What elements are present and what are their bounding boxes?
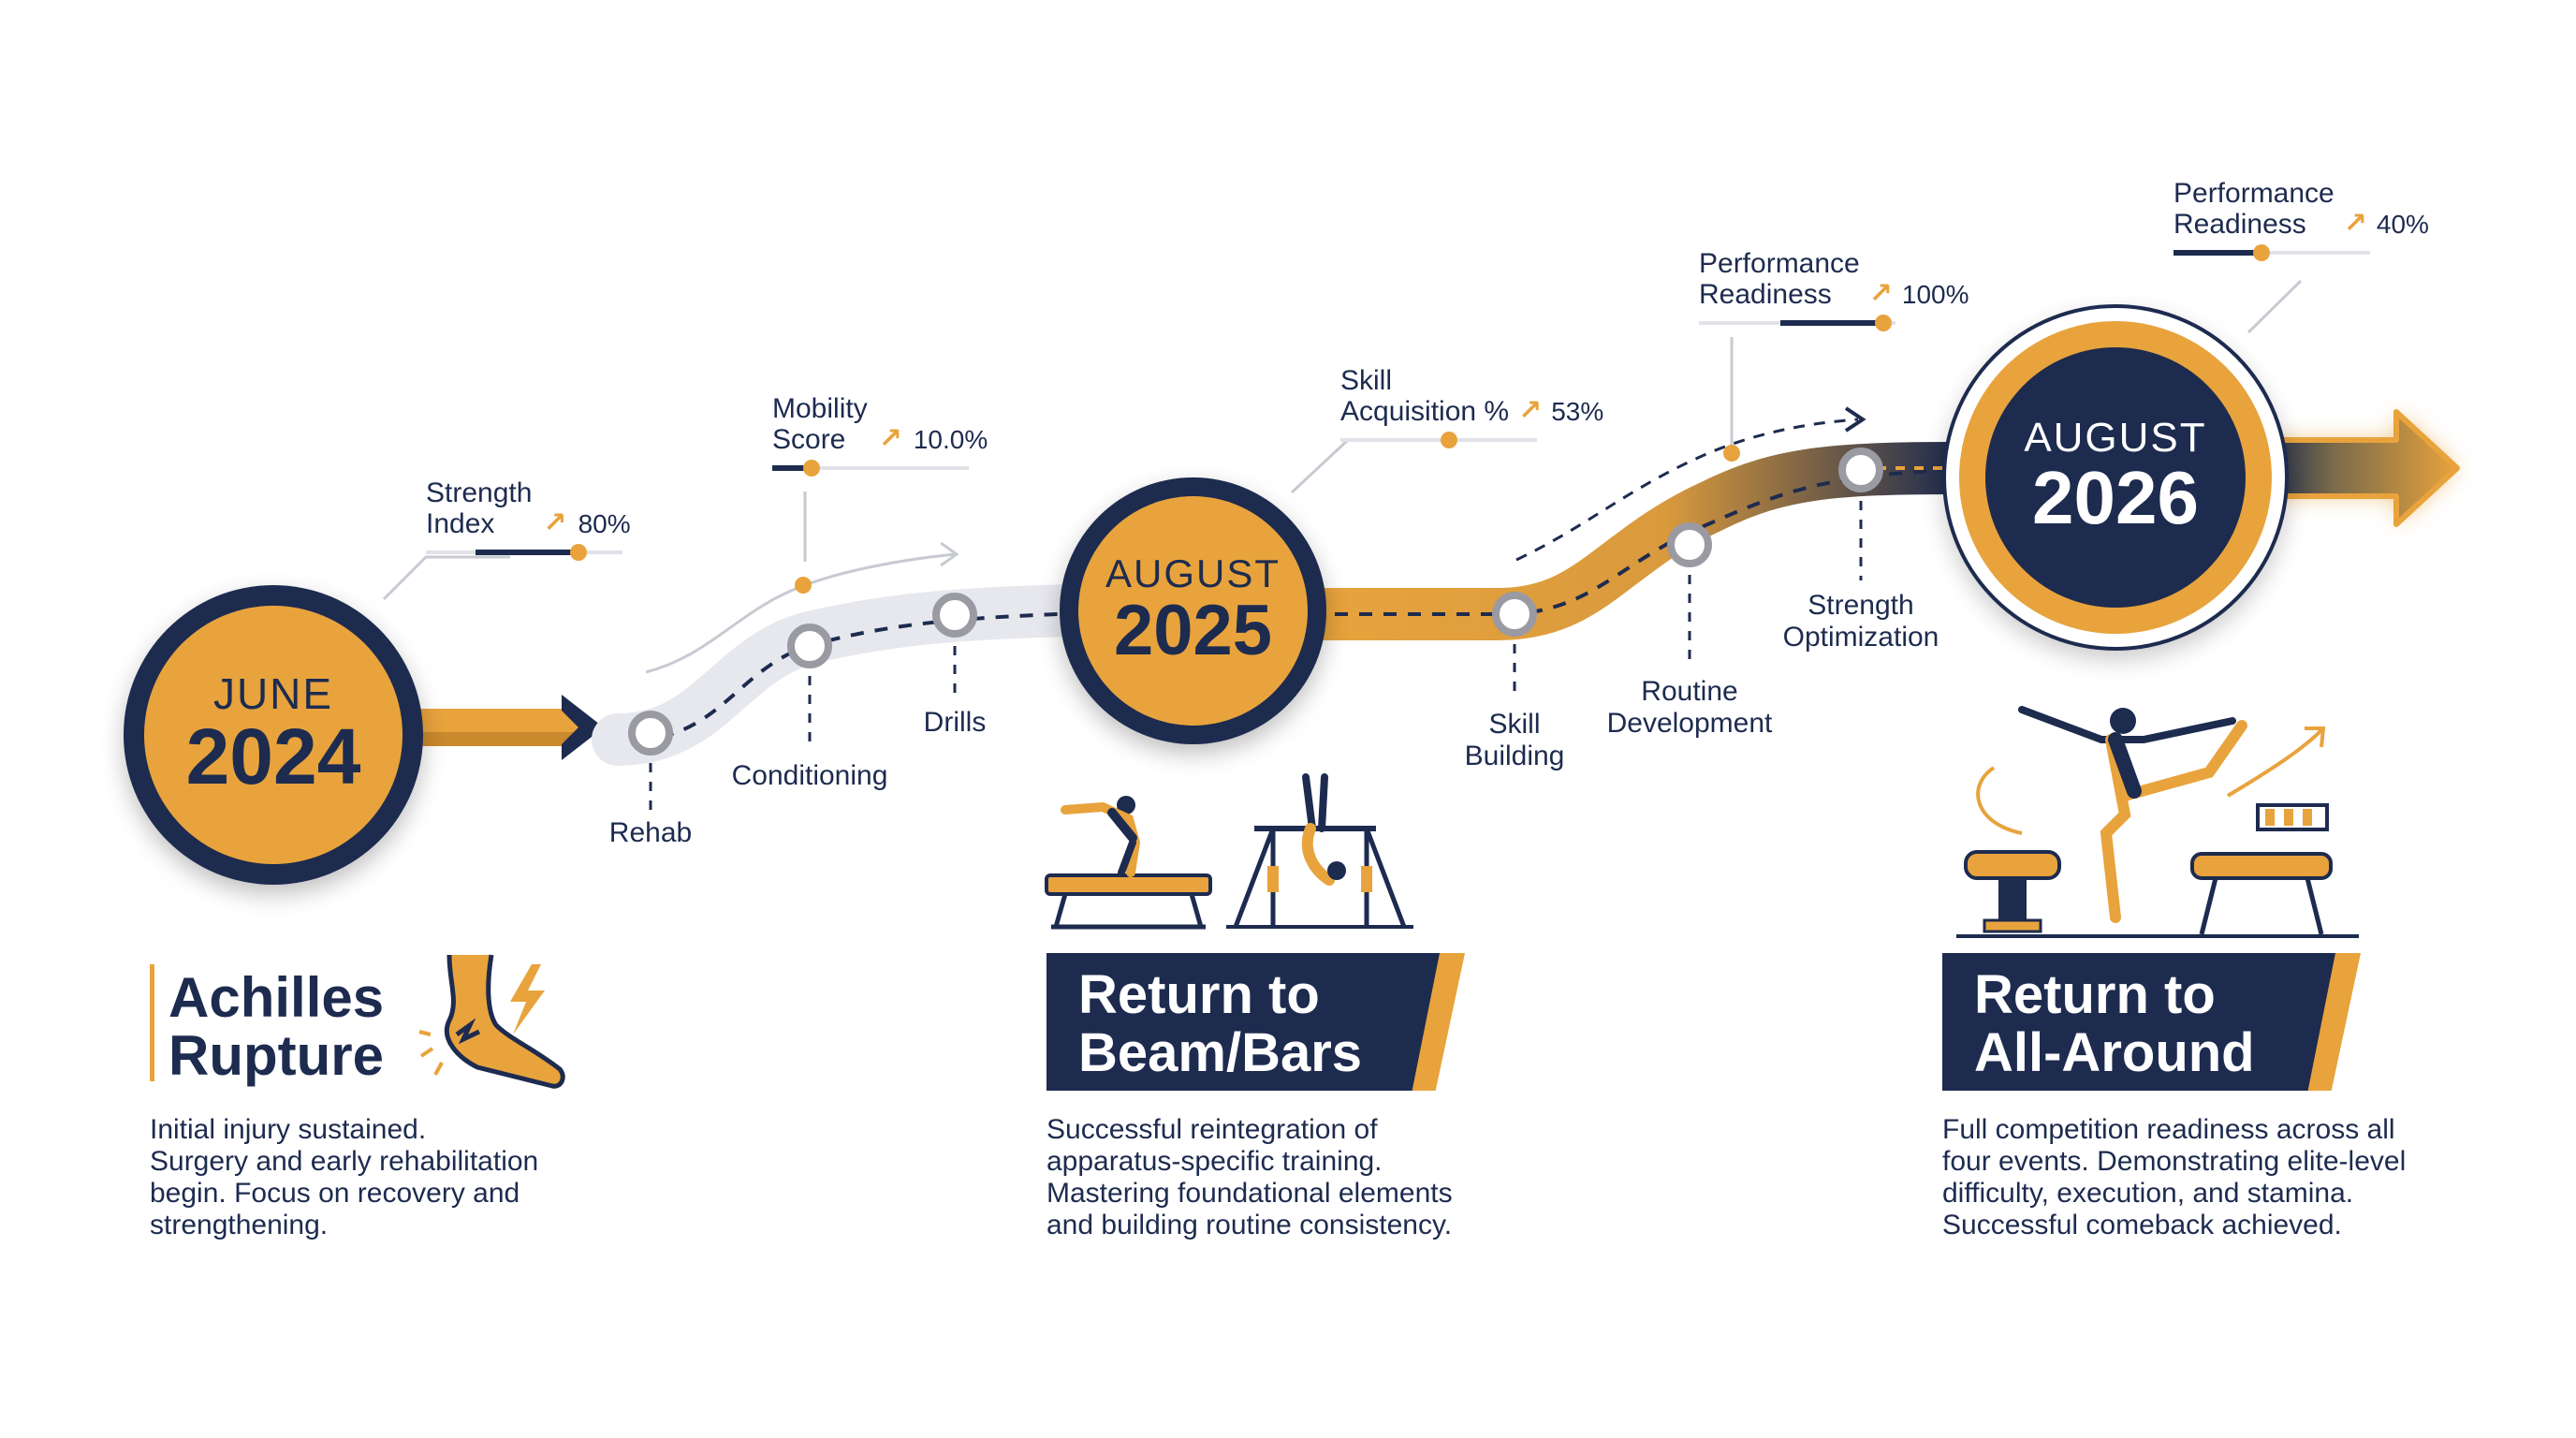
- metric-progress-bar: [426, 544, 622, 561]
- recovery-road: [592, 584, 1103, 766]
- vault-table-icon: [1956, 850, 2359, 938]
- stage-node-strength-optimization: [1838, 448, 1883, 492]
- metric-mobility-score: Mobility Score ↗ 10.0%: [772, 393, 988, 477]
- bar-knob: [1875, 315, 1892, 331]
- stage-node-drills: [932, 593, 977, 638]
- bar-knob: [570, 544, 587, 561]
- metric-label: Mobility Score: [772, 393, 868, 455]
- trend-up-icon: ↗: [1868, 278, 1893, 309]
- pommel-horse-icon: [2190, 803, 2333, 935]
- milestone-outer-ring: AUGUST 2026: [1959, 321, 2272, 634]
- metric-label: Strength Index: [426, 477, 533, 539]
- phase-description-beam-bars: Successful reintegration of apparatus-sp…: [1046, 1114, 1453, 1240]
- bar-track: [1340, 438, 1537, 442]
- all-around-gymnast-icon: [1976, 706, 2326, 923]
- balance-beam-gymnast-icon: [1045, 796, 1212, 930]
- metric-progress-bar: [772, 460, 969, 477]
- metric-skill-acquisition: Skill Acquisition % ↗ 53%: [1340, 365, 1612, 448]
- milestone-month: AUGUST: [1105, 550, 1281, 595]
- stage-label-routine-development: Routine Development: [1606, 676, 1773, 739]
- bar-track: [772, 466, 969, 470]
- metric-label: Performance Readiness: [1699, 248, 1860, 310]
- phase-description-all-around: Full competition readiness across all fo…: [1942, 1114, 2407, 1240]
- finish-arrow-icon: [2262, 409, 2460, 527]
- phase-description-injury: Initial injury sustained. Surgery and ea…: [150, 1114, 539, 1240]
- milestone-year: 2024: [185, 712, 361, 800]
- stage-node-routine-development: [1667, 522, 1712, 567]
- metric-label: Performance Readiness: [2174, 178, 2334, 240]
- metric-strength-index: Strength Index ↗ 80%: [426, 477, 631, 561]
- metric-value: 53%: [1551, 397, 1604, 426]
- bar-knob: [1441, 432, 1457, 448]
- injured-ankle-icon: [418, 954, 565, 1089]
- trend-up-icon: ↗: [543, 507, 567, 538]
- milestone-year: 2025: [1113, 590, 1273, 670]
- milestone-month: JUNE: [212, 668, 334, 718]
- metric-value: 40%: [2376, 210, 2429, 239]
- metric-value: 100%: [1901, 280, 1969, 309]
- stage-label-conditioning: Conditioning: [731, 760, 888, 791]
- accent-rule: [150, 964, 154, 1081]
- start-arrow: [412, 695, 604, 760]
- milestone-inner-ring: AUGUST 2026: [1985, 347, 2246, 608]
- milestone-inner-ring: JUNE 2024: [144, 606, 402, 864]
- bar-knob: [803, 460, 820, 477]
- milestone-august-2025: AUGUST 2025: [1060, 477, 1326, 744]
- bar-fill: [476, 550, 578, 555]
- metric-progress-bar: [1699, 315, 1895, 331]
- stage-drop-lines: [649, 501, 1863, 814]
- stage-label-strength-optimization: Strength Optimization: [1782, 590, 1939, 653]
- milestone-august-2026: AUGUST 2026: [1942, 304, 2289, 651]
- milestone-inner-ring: AUGUST 2025: [1078, 496, 1308, 726]
- stage-node-rehab: [628, 711, 673, 756]
- bar-fill: [2174, 250, 2261, 256]
- stage-label-skill-building: Skill Building: [1464, 709, 1565, 771]
- bar-track: [2174, 251, 2370, 255]
- metric-performance-readiness-2026: Performance Readiness ↗ 40%: [2174, 178, 2429, 261]
- stage-nodes: [628, 448, 1883, 756]
- metric-leaders: [382, 279, 2303, 601]
- milestone-month: AUGUST: [2024, 415, 2207, 461]
- stage-label-rehab: Rehab: [608, 817, 693, 848]
- trend-up-icon: ↗: [2343, 208, 2367, 239]
- metric-value: 10.0%: [913, 425, 988, 454]
- phase-title-all-around: Return to All-Around: [1942, 953, 2335, 1091]
- stage-label-drills: Drills: [923, 707, 987, 738]
- uneven-bars-gymnast-icon: [1226, 773, 1413, 929]
- stage-node-skill-building: [1492, 592, 1537, 637]
- metric-progress-bar: [2174, 244, 2370, 261]
- trend-up-icon: ↗: [878, 423, 902, 454]
- bar-fill: [1780, 320, 1883, 326]
- bar-knob: [2253, 244, 2270, 261]
- metric-label: Skill Acquisition %: [1340, 365, 1510, 427]
- metric-value: 80%: [578, 509, 631, 538]
- phase-title-beam-bars: Return to Beam/Bars: [1046, 953, 1440, 1091]
- metric-leader-dots: [795, 445, 1740, 594]
- bar-fill: [772, 465, 812, 471]
- trend-up-icon: ↗: [1518, 395, 1543, 426]
- phase-title-injury: Achilles Rupture: [168, 966, 385, 1087]
- stage-node-conditioning: [787, 624, 832, 668]
- milestone-june-2024: JUNE 2024: [124, 585, 423, 885]
- milestone-year: 2026: [2032, 456, 2199, 539]
- metric-performance-readiness-2025: Performance Readiness ↗ 100%: [1699, 248, 1969, 331]
- metric-progress-bar: [1340, 432, 1537, 448]
